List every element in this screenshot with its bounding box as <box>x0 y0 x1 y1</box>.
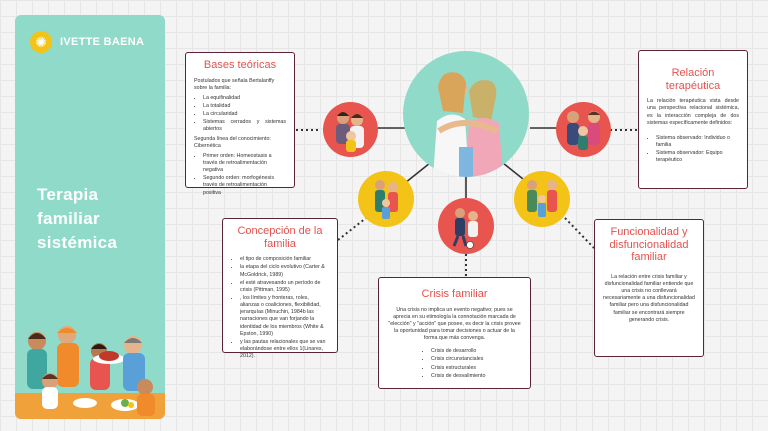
list-item: La equifinalidad <box>203 95 286 102</box>
list-item: la etapa del ciclo evolutivo (Carter & M… <box>240 264 329 278</box>
card-relacion-terapeutica: Relación terapéutica La relación terapéu… <box>638 50 748 189</box>
circle-family-walking <box>358 171 414 227</box>
card-title: Relación terapéutica <box>665 67 721 92</box>
card-crisis-familiar: Crisis familiar Una crisis no implica un… <box>378 277 531 389</box>
list-item: Crisis circunstanciales <box>431 356 522 363</box>
list-item: y las pautas relacionales que se van ela… <box>240 339 329 360</box>
card-text: La relación entre crisis familiar y disf… <box>603 273 695 323</box>
list-item: Crisis de desarrollo <box>431 348 522 355</box>
list-item: el esté atravesando un período de crisis… <box>240 280 329 294</box>
list: La equifinalidad La totalidad La circula… <box>203 95 286 134</box>
page-title: Terapia familiar sistémica <box>37 185 118 252</box>
list-item: Sistema observado: Individuo o familia <box>656 135 739 149</box>
list-item: Crisis de desvalimiento <box>431 373 522 380</box>
hub-circle-family-hug <box>403 51 529 177</box>
card-text: Segunda línea del conocimiento: Cibernét… <box>194 135 271 149</box>
list: Primer orden: Homeostasis a través de re… <box>203 153 286 197</box>
card-text: Una crisis no implica un evento negativo… <box>388 306 521 342</box>
family-dinner-illustration <box>15 326 165 419</box>
brand: ✺ IVETTE BAENA <box>30 31 144 53</box>
card-funcionalidad-familiar: Funcionalidad y disfuncionalidad familia… <box>594 219 704 357</box>
list-item: el tipo de composición familiar <box>240 256 329 263</box>
list: Crisis de desarrollo Crisis circunstanci… <box>431 348 522 380</box>
brand-name: IVETTE BAENA <box>60 36 145 48</box>
list: Sistema observado: Individuo o familia S… <box>656 135 739 165</box>
list: el tipo de composición familiar la etapa… <box>240 256 329 360</box>
card-bases-teoricas: Bases teóricas Postulados que señala Ber… <box>185 52 295 196</box>
sun-icon: ✺ <box>30 31 52 53</box>
list-item: Primer orden: Homeostasis a través de re… <box>203 153 286 174</box>
list-item: La totalidad <box>203 103 286 110</box>
circle-family-group <box>514 171 570 227</box>
card-text: La relación terapéutica vista desde una … <box>647 98 739 126</box>
list-item: , los límites y fronteras, roles, alianz… <box>240 295 329 338</box>
card-title: Funcionalidad y disfuncionalidad familia… <box>609 226 689 264</box>
list-item: Sistema observador: Equipo terapéutico <box>656 150 739 164</box>
circle-family-of-three <box>556 102 611 157</box>
card-text: Postulados que señala Bertalanffy sobre … <box>194 77 275 91</box>
card-title: Bases teóricas <box>203 59 277 71</box>
list-item: Crisis estructurales <box>431 365 522 372</box>
circle-kids-football <box>438 198 494 254</box>
list-item: Segundo orden: morfogénesis través de re… <box>203 175 286 196</box>
sidebar-panel: ✺ IVETTE BAENA Terapia familiar sistémic… <box>15 15 165 419</box>
card-title: Concepción de la familia <box>237 225 323 250</box>
list-item: Sistemas cerrados y sistemas abiertos <box>203 119 286 133</box>
card-concepcion-familia: Concepción de la familia el tipo de comp… <box>222 218 338 359</box>
card-title: Crisis familiar <box>421 288 488 300</box>
list-item: La circularidad <box>203 111 286 118</box>
circle-parents-child <box>323 102 378 157</box>
